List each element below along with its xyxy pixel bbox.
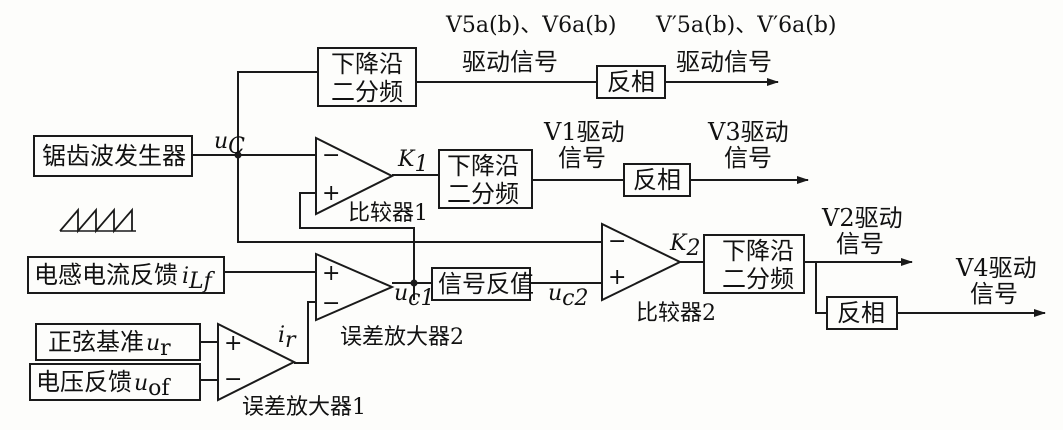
output-v56p-line: V′5a(b)、V′6a(b) (655, 13, 837, 38)
inverter-3-label: 反相 (837, 299, 885, 327)
error-amp-2-label: 误差放大器2 (340, 325, 464, 350)
output-v2-line1: V2驱动 (821, 204, 903, 232)
comparator-2-minus: − (608, 229, 626, 254)
comparator-1-minus: − (322, 143, 340, 168)
inverter-2-box (623, 163, 691, 197)
inverter-1-label: 反相 (607, 68, 655, 96)
error-amp-1-label: 误差放大器1 (242, 395, 366, 420)
error-amp-2-plus: + (322, 261, 340, 286)
wire-v4-branch (815, 262, 827, 314)
output-v4-line1: V4驱动 (955, 254, 1037, 282)
symbol-k2: K2 (669, 231, 700, 261)
comparator-1-label: 比较器1 (348, 201, 428, 226)
comparator-1-plus: + (322, 181, 340, 206)
output-v3-line1: V3驱动 (707, 118, 789, 146)
junction-uc (234, 151, 242, 159)
sine-reference-box (35, 323, 201, 361)
wire-uc-cmp2 (237, 155, 602, 243)
comparator-2-plus: + (608, 265, 626, 290)
error-amp-1-minus: − (224, 367, 242, 392)
output-v2-line2: 信号 (836, 230, 884, 258)
junction-uc1 (410, 279, 418, 287)
error-amp-1-plus: + (224, 331, 242, 356)
sine-reference-label: 正弦基准ur (48, 328, 171, 361)
signal-inverse-box (431, 267, 531, 301)
inverter-2-label: 反相 (633, 166, 681, 194)
output-v56-drive: 驱动信号 (462, 48, 558, 76)
output-v56-line: V5a(b)、V6a(b) (445, 13, 617, 38)
error-amplifier-2 (315, 252, 395, 322)
error-amplifier-1 (217, 322, 297, 402)
symbol-ir: ir (278, 323, 297, 353)
inductor-current-feedback-box (27, 256, 225, 294)
output-v1-line1: V1驱动 (543, 118, 625, 146)
symbol-uc: uC (214, 129, 245, 159)
falling-edge-divider-3 (703, 234, 805, 294)
wire-uc1-cmp1 (299, 192, 415, 300)
output-v1-line2: 信号 (558, 144, 606, 172)
voltage-feedback-label: 电压反馈uof (36, 368, 171, 401)
falling-edge-divider-1 (317, 47, 417, 107)
wire-uc-top (237, 71, 318, 155)
divider-3-line2: 二分频 (722, 265, 794, 293)
sawtooth-waveform-icon (59, 207, 136, 234)
wire-ir (294, 301, 316, 364)
inverter-1-box (596, 65, 666, 99)
divider-3-line1: 下降沿 (722, 237, 794, 265)
sawtooth-generator-label: 锯齿波发生器 (42, 142, 186, 170)
comparator-2 (601, 222, 683, 302)
sawtooth-generator-box (33, 135, 193, 177)
comparator-1 (315, 136, 395, 216)
symbol-uc2: uc2 (548, 281, 589, 311)
error-amp-2-minus: − (322, 291, 340, 316)
divider-1-line1: 下降沿 (331, 50, 403, 78)
signal-inverse-label: 信号反值 (438, 270, 534, 298)
symbol-uc1: uc1 (394, 281, 435, 311)
output-v4-line2: 信号 (970, 280, 1018, 308)
output-v56p-drive: 驱动信号 (676, 48, 772, 76)
falling-edge-divider-2 (438, 149, 533, 209)
output-v3-line2: 信号 (724, 144, 772, 172)
comparator-2-label: 比较器2 (636, 301, 716, 326)
divider-1-line2: 二分频 (331, 78, 403, 106)
divider-2-line1: 下降沿 (447, 152, 519, 180)
symbol-k1: K1 (397, 147, 428, 177)
inverter-3-box (826, 296, 898, 330)
divider-2-line2: 二分频 (447, 180, 519, 208)
voltage-feedback-box (29, 363, 201, 401)
